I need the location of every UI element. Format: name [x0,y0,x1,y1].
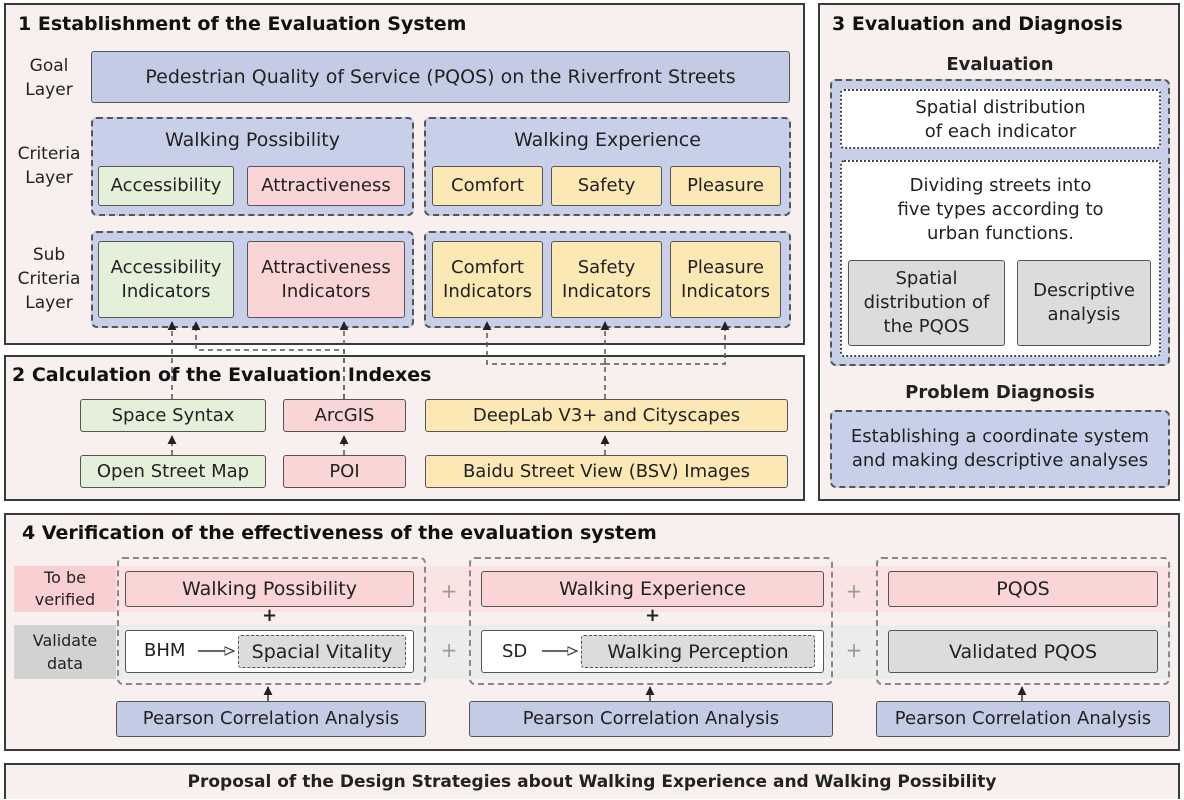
to-be-verified-cell [14,566,116,612]
attractiveness-indicators-box: Attractiveness Indicators [247,241,405,318]
spatial-each-box [840,89,1161,149]
coordinate-group [830,410,1170,488]
section-1-title: 1 Establishment of the Evaluation System [18,13,467,35]
attractiveness-box: Attractiveness [247,166,405,206]
walking-experience-verify: Walking Experience [481,571,824,607]
validate-data-label: Validate data [32,631,98,673]
goal-box: Pedestrian Quality of Service (PQOS) on … [91,51,790,103]
bsv-box: Baidu Street View (BSV) Images [425,455,788,488]
pearson-1: Pearson Correlation Analysis [116,701,426,737]
poi-box: POI [283,455,406,488]
validated-pqos-box: Validated PQOS [888,630,1158,673]
proposal-text: Proposal of the Design Strategies about … [187,772,997,792]
link-deeplab-comfort [482,321,605,365]
verify-group-1 [117,557,426,685]
plus-inner-2: + [644,605,661,626]
plus-between-1-bottom: + [440,638,458,662]
arcgis-box: ArcGIS [283,399,406,432]
goal-layer-label: Goal Layer [25,56,73,100]
verify-group-3 [876,557,1170,685]
pearson-2: Pearson Correlation Analysis [469,701,833,737]
bhm-text: BHM [144,640,186,661]
walking-perception-box: Walking Perception [581,635,815,668]
sd-text: SD [502,641,528,662]
comfort-box: Comfort [432,166,543,206]
pearson-3: Pearson Correlation Analysis [876,701,1170,737]
evaluation-heading: Evaluation [946,54,1054,75]
sub-criteria-layer-label: Sub Criteria Layer [17,245,81,313]
walking-possibility-verify: Walking Possibility [125,571,414,607]
accessibility-box: Accessibility [98,166,234,206]
pqos-verify: PQOS [888,571,1158,607]
coordinate-text: Establishing a coordinate system and mak… [850,426,1150,471]
walking-possibility-label: Walking Possibility [165,129,340,151]
section-3-title: 3 Evaluation and Diagnosis [832,13,1123,35]
to-be-verified-label: To be verified [34,568,96,609]
plus-between-2-bottom: + [845,638,863,662]
problem-diagnosis-heading: Problem Diagnosis [905,382,1095,403]
plus-inner-1: + [261,605,278,626]
proposal-banner [4,763,1180,799]
pleasure-box: Pleasure [670,166,781,206]
spatial-pqos-box: Spatial distribution of the PQOS [848,260,1005,346]
safety-indicators-box: Safety Indicators [551,241,662,318]
validate-data-cell [14,625,116,679]
safety-box: Safety [551,166,662,206]
verify-group-2 [469,557,833,685]
deeplab-box: DeepLab V3+ and Cityscapes [425,399,788,432]
walking-experience-label: Walking Experience [514,129,701,151]
plus-between-2-top: + [845,579,863,603]
comfort-indicators-box: Comfort Indicators [432,241,543,318]
spacial-vitality-box: Spacial Vitality [238,635,406,668]
osm-box: Open Street Map [80,455,266,488]
descriptive-analysis-box: Descriptive analysis [1017,260,1151,346]
link-deeplab-pleasure [605,321,730,365]
plus-between-1-top: + [440,579,458,603]
spatial-each-text: Spatial distribution of each indicator [915,97,1086,142]
pleasure-indicators-box: Pleasure Indicators [670,241,781,318]
link-arcgis-accessibility [191,321,345,399]
section-2-title: 2 Calculation of the Evaluation Indexes [12,364,432,386]
section-4-title: 4 Verification of the effectiveness of t… [22,522,657,544]
accessibility-indicators-box: Accessibility Indicators [98,241,234,318]
criteria-layer-label: Criteria Layer [17,144,81,188]
dividing-text: Dividing streets into five types accordi… [897,175,1104,244]
space-syntax-box: Space Syntax [80,399,266,432]
